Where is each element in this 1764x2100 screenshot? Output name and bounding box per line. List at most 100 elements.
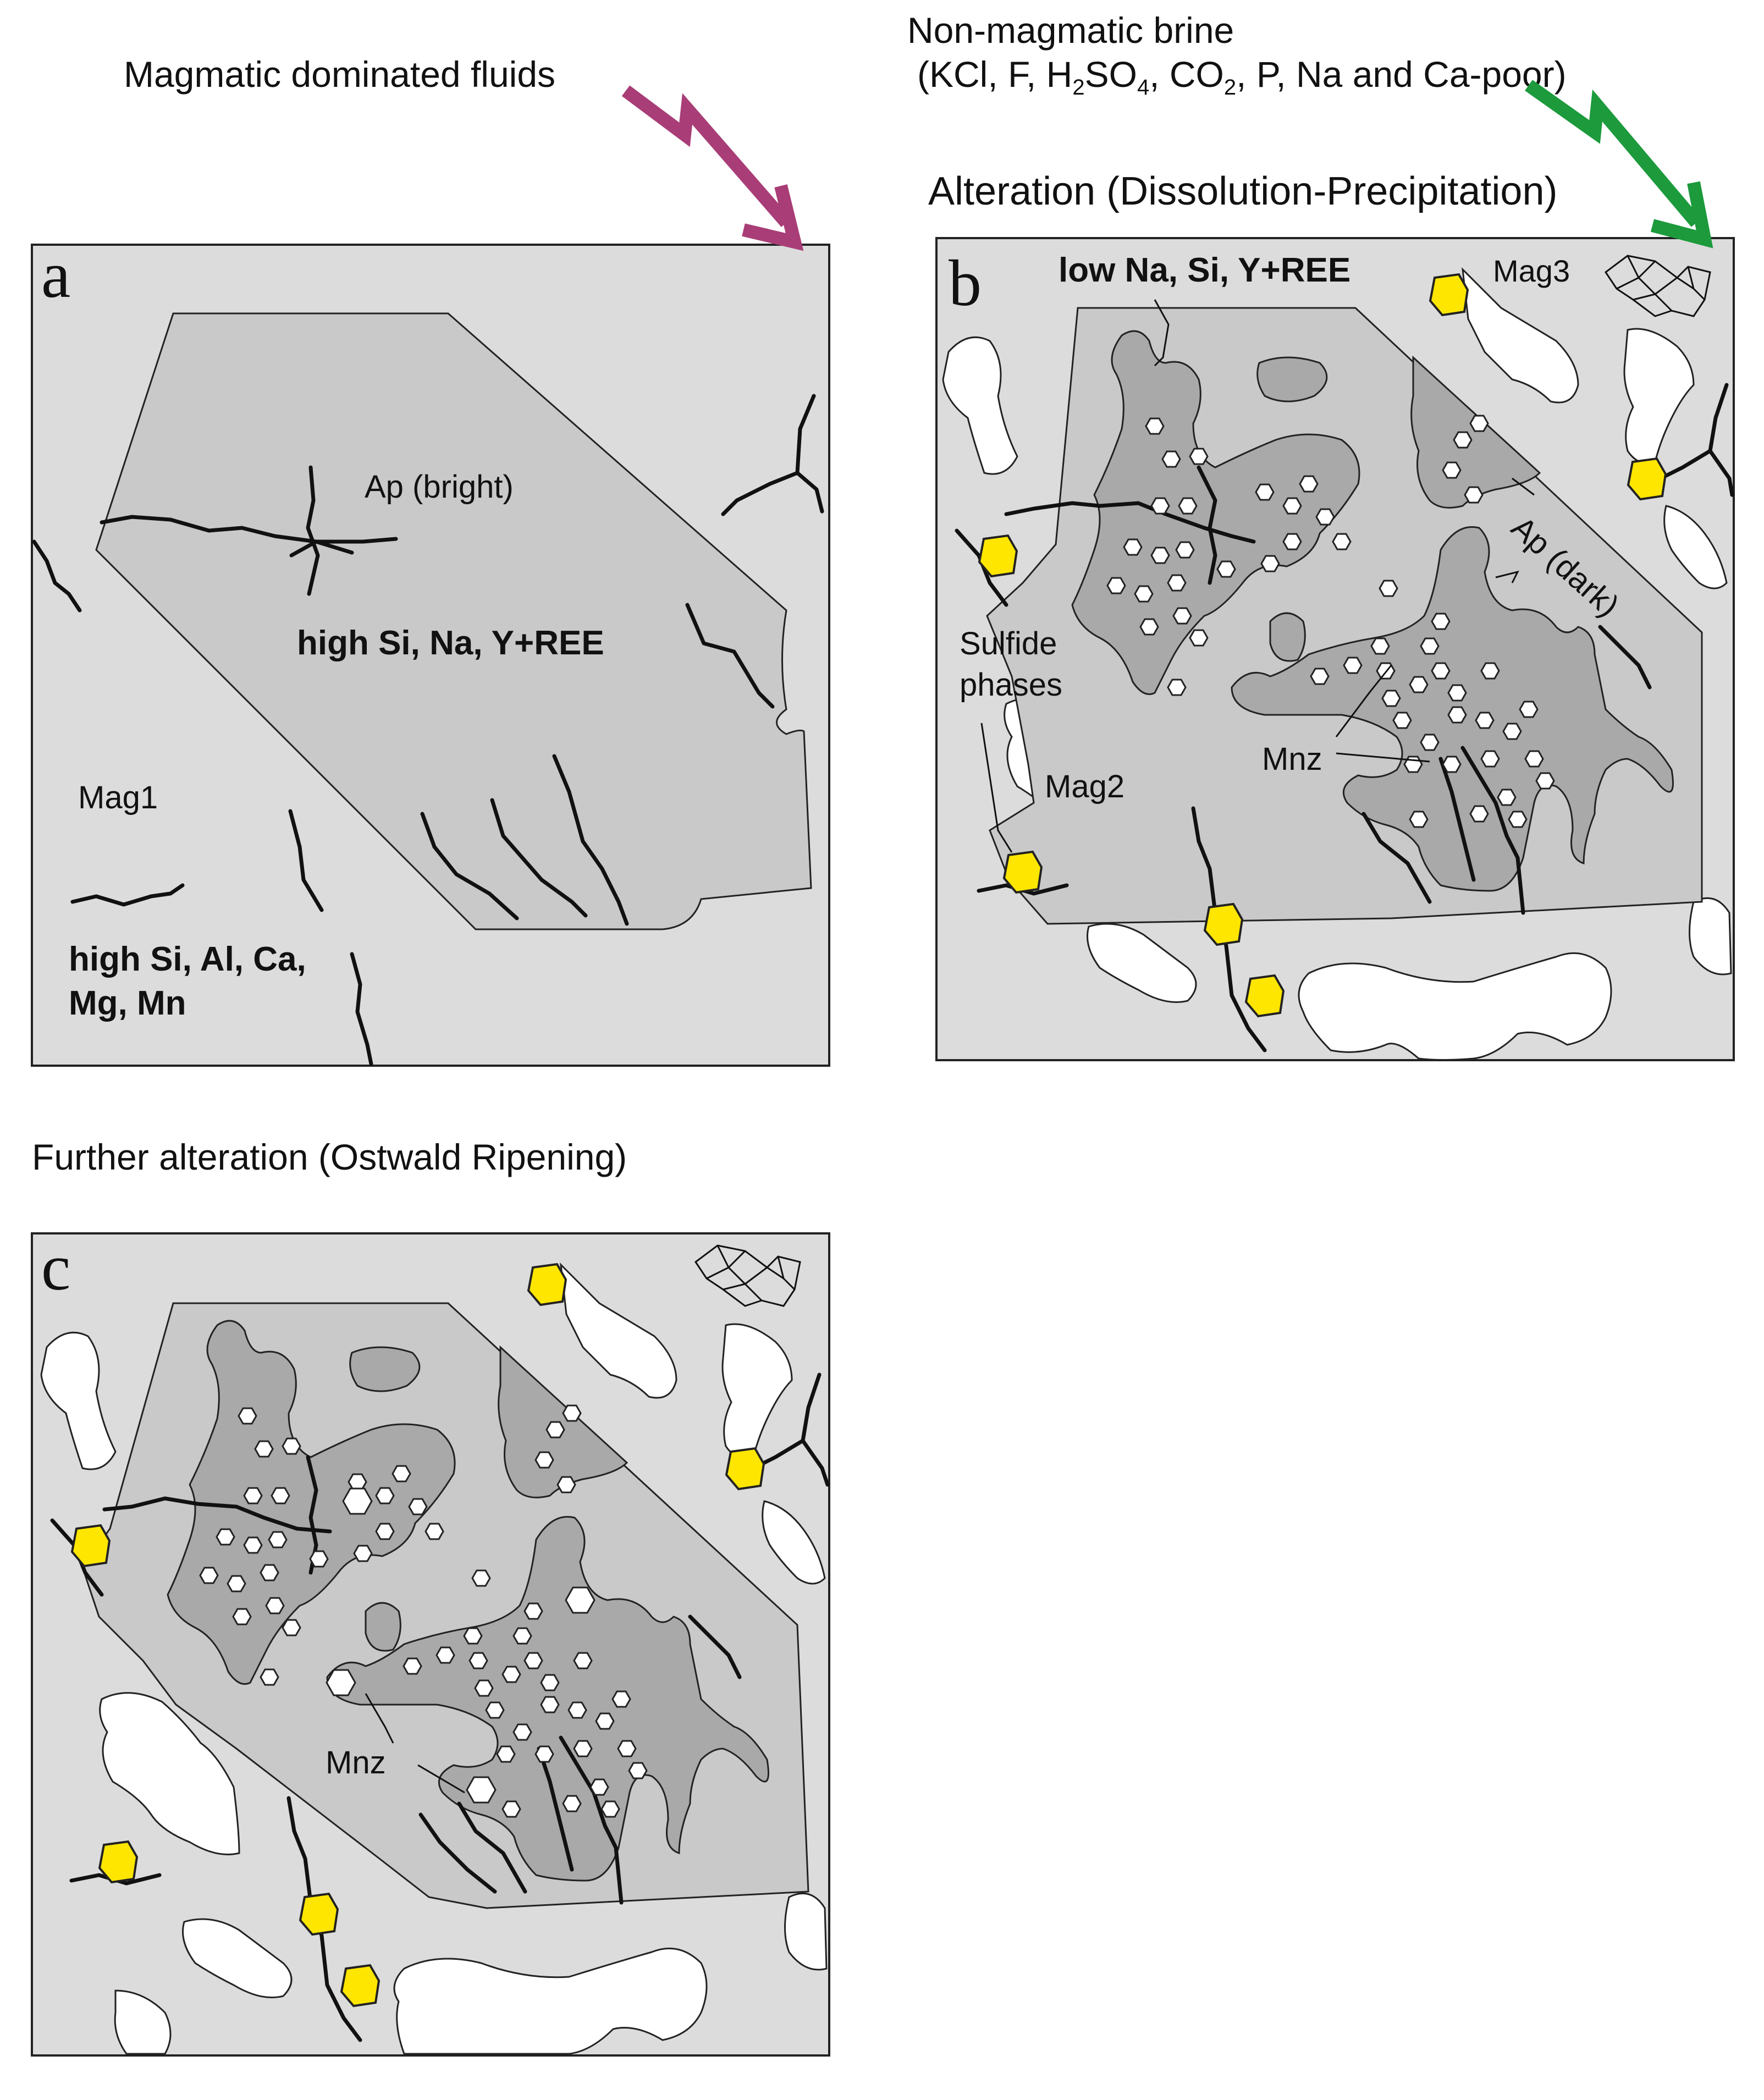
dark-apatite-chemistry: low Na, Si, Y+REE bbox=[1059, 251, 1350, 289]
panel-a-crack bbox=[289, 539, 354, 558]
sulfide-grain bbox=[1204, 903, 1243, 946]
white-grain bbox=[1623, 328, 1695, 464]
mag2-label: Mag2 bbox=[1045, 769, 1124, 804]
leader-line bbox=[417, 1764, 465, 1794]
mag1-chemistry-line1: high Si, Al, Ca, bbox=[69, 940, 306, 978]
panel-a-crack bbox=[685, 603, 775, 709]
panel-a-crack bbox=[490, 798, 588, 918]
panel-b-letter: b bbox=[949, 246, 982, 319]
panel-b-apatite-dark bbox=[1071, 330, 1360, 695]
sulfide-phases-label-line2: phases bbox=[960, 667, 1062, 703]
sulfide-grain bbox=[527, 1263, 567, 1306]
leader-line bbox=[365, 1693, 394, 1744]
panel-a-crack bbox=[288, 809, 324, 912]
ap-bright-label: Ap (bright) bbox=[365, 469, 514, 505]
panel-a-apatite-bright bbox=[95, 312, 812, 930]
panel-b-crack bbox=[1361, 812, 1432, 904]
white-grain bbox=[393, 1947, 708, 2055]
panel-c-crack bbox=[559, 1735, 624, 1905]
panel-a-crack bbox=[350, 952, 373, 1066]
brine-part-2: SO bbox=[1085, 54, 1137, 95]
leader-line bbox=[1512, 477, 1535, 496]
white-grain bbox=[99, 1692, 240, 1855]
panel-c-crack bbox=[418, 1812, 497, 1894]
sulfide-grain bbox=[71, 1524, 111, 1567]
panel-a-crack bbox=[795, 471, 824, 514]
sulfide-grain bbox=[1429, 273, 1469, 316]
panel-c-crack bbox=[801, 1438, 830, 1487]
alteration-title: Alteration (Dissolution-Precipitation) bbox=[928, 169, 1557, 213]
panel-c-apatite-dark bbox=[498, 1345, 629, 1498]
panel-a-crack bbox=[306, 465, 320, 596]
panel-a-crack bbox=[70, 883, 185, 907]
panel-a-letter: a bbox=[41, 238, 70, 311]
panel-c-apatite-dark bbox=[349, 1346, 421, 1392]
brine-fluid-arrow bbox=[1525, 80, 1713, 249]
leader-line bbox=[1336, 752, 1430, 763]
mag3-label: Mag3 bbox=[1493, 253, 1570, 288]
white-grain bbox=[560, 1262, 677, 1399]
panel-a: a Ap (bright) high Si, Na, Y+REE Mag1 hi… bbox=[31, 238, 830, 1067]
panel-c-apatite-dark bbox=[167, 1320, 456, 1685]
panel-c-crack bbox=[537, 1746, 574, 1872]
leader-line bbox=[1495, 570, 1519, 583]
brine-part-4: , P, Na and Ca-poor) bbox=[1236, 54, 1566, 95]
sulfide-grain bbox=[725, 1447, 765, 1490]
mag1-label: Mag1 bbox=[78, 780, 158, 815]
panel-a-crack bbox=[100, 515, 398, 544]
white-grain bbox=[784, 1892, 828, 1971]
further-alteration-title: Further alteration (Ostwald Ripening) bbox=[32, 1137, 627, 1177]
mag1-chemistry-line2: Mg, Mn bbox=[69, 984, 186, 1022]
sulfide-grain bbox=[1245, 974, 1285, 1017]
brine-sub-1: 2 bbox=[1072, 75, 1084, 100]
mnz-label: Mnz bbox=[1262, 741, 1322, 777]
panel-a-crack bbox=[32, 539, 82, 613]
white-grain bbox=[762, 1500, 826, 1585]
sulfide-grain bbox=[1003, 851, 1043, 894]
leader-line bbox=[1154, 299, 1170, 367]
panel-b-crack bbox=[1598, 625, 1652, 690]
panel-b: b low Na, Si, Y+REE Mag3 Ap (dark) Sulfi… bbox=[935, 237, 1735, 1061]
leader-line bbox=[1335, 665, 1392, 737]
panel-a-crack bbox=[721, 394, 816, 516]
ap-bright-chemistry: high Si, Na, Y+REE bbox=[297, 624, 604, 662]
white-grain bbox=[1087, 923, 1197, 1003]
brine-composition-label: (KCl, F, H2SO4, CO2, P, Na and Ca-poor) bbox=[917, 54, 1567, 100]
panel-a-crack bbox=[552, 754, 629, 926]
sulfide-phases-label-line1: Sulfide bbox=[960, 626, 1057, 662]
sulfide-grain bbox=[978, 534, 1018, 577]
panel-b-crack bbox=[1460, 746, 1525, 915]
panel-c-letter: c bbox=[41, 1231, 70, 1304]
magmatic-fluid-arrow bbox=[621, 85, 804, 251]
white-grain bbox=[40, 1331, 117, 1470]
panel-c-crack bbox=[688, 1614, 742, 1679]
sulfide-grain bbox=[98, 1840, 138, 1883]
white-grain bbox=[942, 336, 1018, 475]
panel-b-crack bbox=[1004, 501, 1256, 544]
panel-b-apatite-dark bbox=[1256, 356, 1328, 403]
sulfide-grain bbox=[340, 1964, 380, 2007]
panel-b-apatite-dark bbox=[1269, 612, 1306, 662]
white-grain bbox=[1663, 505, 1728, 589]
panel-b-crack bbox=[1197, 465, 1217, 585]
white-grain bbox=[182, 1918, 293, 1998]
brine-part-3: , CO bbox=[1149, 54, 1224, 95]
brine-part-1: (KCl, F, H bbox=[917, 54, 1072, 95]
panel-c-apatite-dark bbox=[365, 1602, 401, 1652]
mnz-label: Mnz bbox=[326, 1745, 386, 1781]
panel-b-crack bbox=[1438, 757, 1476, 882]
brine-sub-2: 4 bbox=[1137, 75, 1149, 100]
sulfide-grain bbox=[299, 1893, 339, 1936]
panel-a-crack bbox=[420, 812, 519, 921]
panel-c-crack bbox=[457, 1801, 527, 1894]
panel-c: c Mnz bbox=[31, 1231, 830, 2057]
brine-title-label: Non-magmatic brine bbox=[907, 10, 1234, 51]
white-grain bbox=[1462, 267, 1579, 404]
white-grain bbox=[721, 1323, 793, 1459]
brine-sub-3: 2 bbox=[1224, 75, 1236, 100]
sulfide-grain bbox=[1627, 458, 1667, 500]
magmatic-fluids-label: Magmatic dominated fluids bbox=[124, 54, 555, 95]
panel-b-crack bbox=[1708, 449, 1734, 497]
white-grain bbox=[114, 1989, 172, 2055]
